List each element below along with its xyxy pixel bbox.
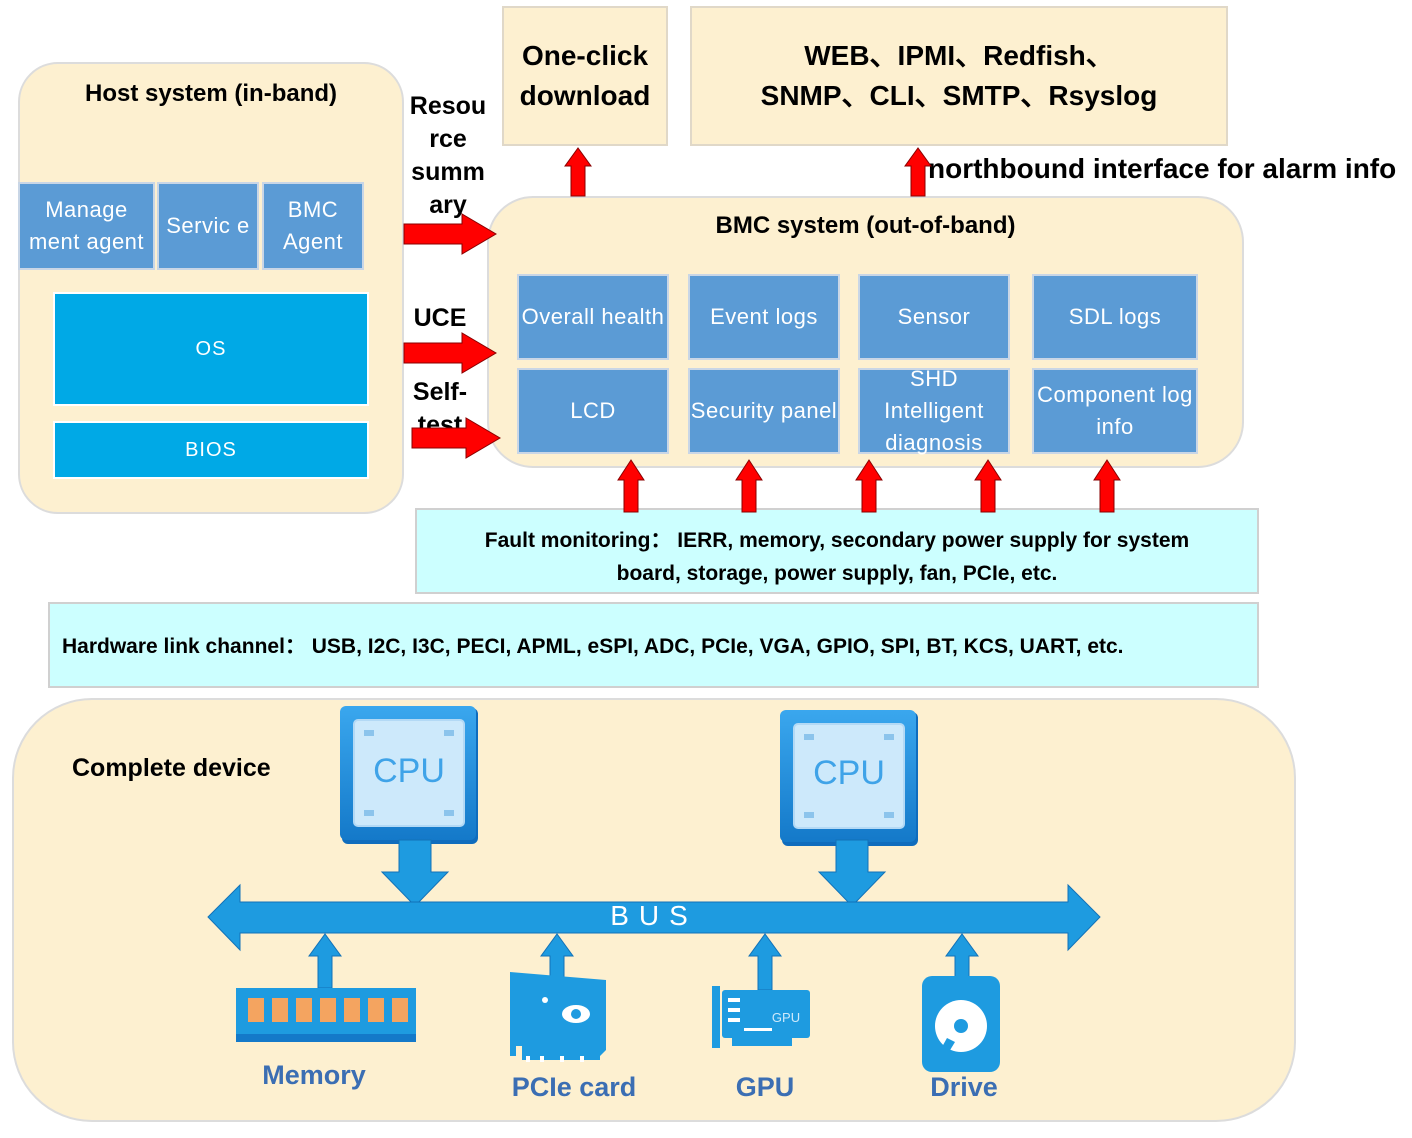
hardware-link-text: Hardware link channel： USB, I2C, I3C, PE… bbox=[62, 635, 1124, 658]
cpu-label-1: CPU bbox=[373, 752, 445, 790]
fault-monitoring-band: Fault monitoring： IERR, memory, secondar… bbox=[415, 508, 1259, 594]
memory-icon bbox=[236, 988, 416, 1042]
red-arrow-icon bbox=[403, 213, 497, 255]
hardware-link-band: Hardware link channel： USB, I2C, I3C, PE… bbox=[48, 602, 1259, 688]
red-arrow-icon bbox=[403, 332, 497, 374]
uce-label: UCE bbox=[413, 304, 467, 332]
red-arrow-icon bbox=[564, 147, 592, 197]
memory-label: Memory bbox=[262, 1060, 366, 1090]
bmc-tile-security-panel: Security panel bbox=[688, 368, 840, 454]
bmc-tile-sdl-logs: SDL logs bbox=[1032, 274, 1198, 360]
bmc-tile-shd-diagnosis: SHD Intelligent diagnosis bbox=[858, 366, 1010, 455]
bus-label: BUS bbox=[610, 900, 698, 931]
bmc-system-title: BMC system (out-of-band) bbox=[715, 212, 1016, 239]
northbound-label: northbound interface for alarm info bbox=[928, 153, 1397, 184]
cpu-label-2: CPU bbox=[813, 754, 885, 792]
host-system-title: Host system (in-band) bbox=[84, 80, 338, 107]
bios-block: BIOS bbox=[53, 421, 369, 479]
resource-summary-label: Resou rce summ ary bbox=[409, 92, 487, 219]
complete-device-title: Complete device bbox=[72, 754, 271, 782]
drive-icon bbox=[922, 976, 1000, 1072]
one-click-download-box: One-click download bbox=[502, 6, 668, 146]
fault-monitoring-line-1: Fault monitoring： IERR, memory, secondar… bbox=[484, 529, 1190, 552]
bus-arrow-icon bbox=[380, 839, 887, 907]
gpu-label: GPU bbox=[735, 1072, 795, 1102]
red-arrow-icon bbox=[617, 459, 1121, 513]
bus-arrow-icon bbox=[207, 883, 1101, 952]
os-block: OS bbox=[53, 292, 369, 406]
cpu-icon bbox=[780, 710, 918, 846]
one-click-download-text: One-click download bbox=[519, 40, 651, 111]
pcie-card-label: PCIe card bbox=[511, 1072, 637, 1102]
gpu-chip-label: GPU bbox=[772, 1010, 800, 1025]
red-arrow-icon bbox=[411, 417, 501, 459]
bus-arrow-icon bbox=[308, 933, 979, 991]
bmc-tile-event-logs: Event logs bbox=[688, 274, 840, 360]
host-tile-management-agent: Manage ment agent bbox=[18, 182, 155, 270]
red-arrow-icon bbox=[904, 147, 932, 197]
protocols-box: WEB、IPMI、Redfish、 SNMP、CLI、SMTP、Rsyslog bbox=[690, 6, 1228, 146]
cpu-icon bbox=[340, 706, 478, 844]
bmc-tile-lcd: LCD bbox=[517, 368, 669, 454]
bmc-tile-overall-health: Overall health bbox=[517, 274, 669, 360]
bmc-tile-component-log: Component log info bbox=[1032, 368, 1198, 454]
host-tile-bmc-agent: BMC Agent bbox=[262, 182, 364, 270]
protocols-line-2: SNMP、CLI、SMTP、Rsyslog bbox=[760, 80, 1158, 111]
pcie-card-icon bbox=[510, 972, 606, 1062]
bmc-tile-sensor: Sensor bbox=[858, 274, 1010, 360]
gpu-icon: GPU bbox=[712, 986, 810, 1048]
drive-label: Drive bbox=[930, 1072, 998, 1102]
host-tile-service: Servic e bbox=[157, 182, 259, 270]
protocols-line-1: WEB、IPMI、Redfish、 bbox=[804, 40, 1114, 71]
fault-monitoring-line-2: board, storage, power supply, fan, PCIe,… bbox=[616, 562, 1058, 585]
